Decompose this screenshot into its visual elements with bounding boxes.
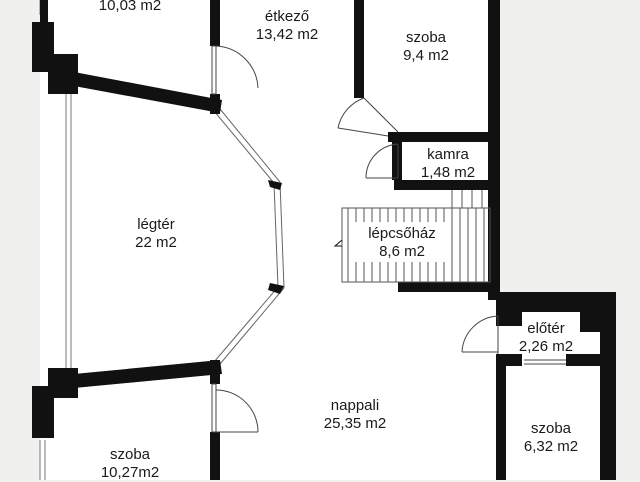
bay-window-joints (268, 180, 284, 294)
room-name: nappali (330, 397, 380, 414)
doors (211, 45, 566, 433)
room-name: szoba (109, 446, 151, 463)
room-label-eloter: előtér 2,26 m2 (519, 320, 573, 356)
room-name: lépcsőház (368, 225, 436, 242)
room-area: 10,27m2 (100, 464, 160, 481)
room-label-lepcsohaz: lépcsőház 8,6 m2 (368, 225, 436, 261)
room-label-szoba-right: szoba 6,32 m2 (524, 420, 578, 456)
room-area: 13,42 m2 (255, 26, 319, 43)
room-area: 8,6 m2 (379, 243, 425, 260)
staircase-label-bg (352, 222, 448, 262)
room-area: 9,4 m2 (403, 47, 449, 64)
room-name: szoba (530, 420, 572, 437)
room-area: 22 m2 (135, 234, 177, 251)
room-label-szoba-bottom: szoba 10,27m2 (101, 446, 159, 482)
room-label-legter: légtér 22 m2 (135, 216, 177, 252)
walls (32, 0, 616, 480)
floor-area (40, 0, 600, 480)
room-area: 6,32 m2 (523, 438, 579, 455)
room-label-szoba-top: szoba 9,4 m2 (403, 29, 449, 65)
room-area: 25,35 m2 (323, 415, 387, 432)
bay-window (213, 108, 285, 365)
room-area: 2,26 m2 (518, 338, 574, 355)
room-label-top-left: 10,03 m2 (99, 0, 162, 15)
room-name: étkező (264, 8, 310, 25)
room-label-kamra: kamra 1,48 m2 (421, 146, 475, 182)
room-name: kamra (427, 146, 469, 163)
room-name: szoba (405, 29, 447, 46)
room-name: légtér (137, 216, 175, 233)
room-name: előtér (527, 320, 565, 337)
room-label-nappali: nappali 25,35 m2 (324, 397, 387, 433)
room-label-etkezo: étkező 13,42 m2 (256, 8, 319, 44)
room-area: 10,03 m2 (98, 0, 162, 14)
outside-right-upper (498, 0, 640, 292)
room-area: 1,48 m2 (420, 164, 476, 181)
